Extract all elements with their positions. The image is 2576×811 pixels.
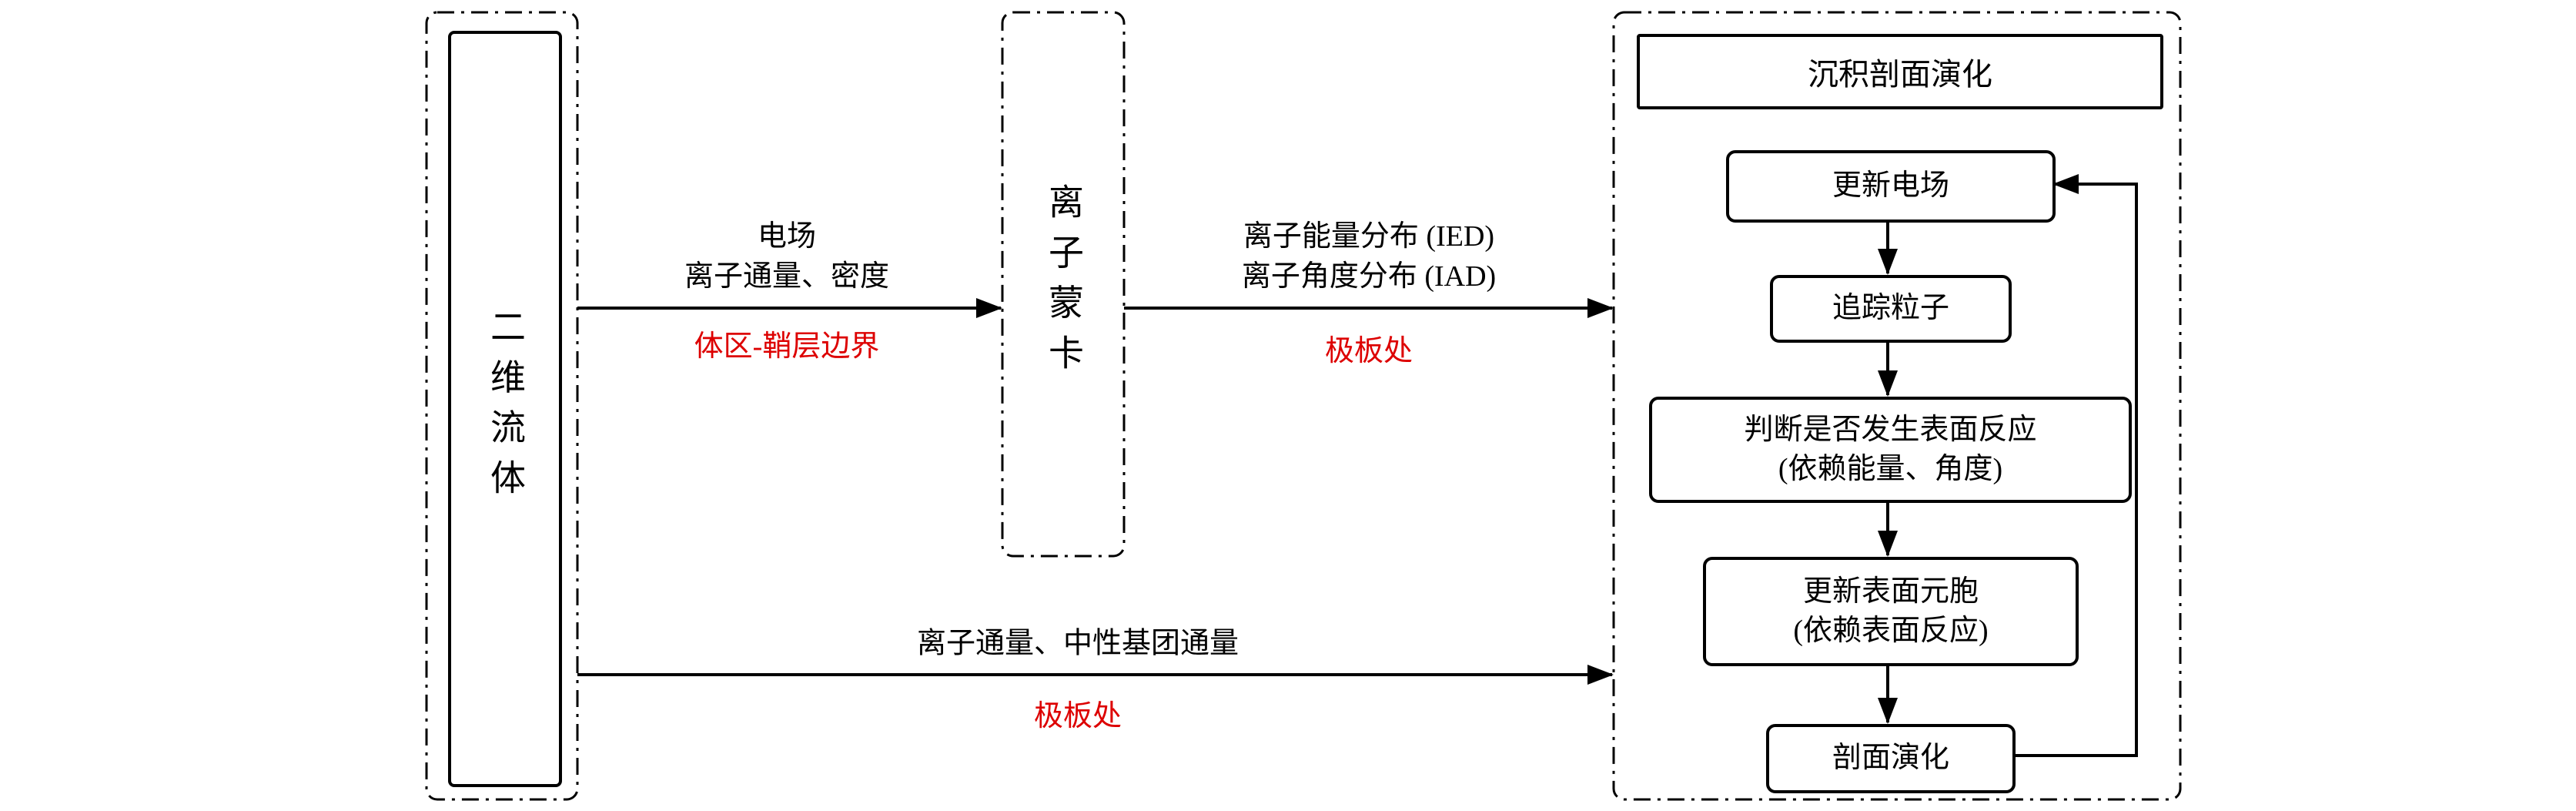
step-track-particles-label: 追踪粒子 [1832, 292, 1949, 325]
fluid-to-profile-location-label: 极板处 [1033, 700, 1122, 732]
fluid-to-mc-label: 电场 离子通量、密度 [684, 216, 889, 297]
mc-to-profile-label: 离子能量分布 (IED) 离子角度分布 (IAD) [1242, 216, 1496, 297]
mc-to-profile-label-line1: 离子能量分布 (IED) [1243, 220, 1495, 253]
monte-carlo-module-frame [1001, 11, 1126, 558]
fluid-to-mc-label-line1: 电场 [757, 220, 817, 253]
fluid-module-frame [425, 11, 579, 801]
fluid-module-box: 二维流体 [448, 31, 562, 787]
fluid-to-mc-label-line2: 离子通量、密度 [684, 260, 890, 293]
step-update-field: 更新电场 [1726, 150, 2056, 223]
mc-to-profile-label-line2: 离子角度分布 (IAD) [1241, 260, 1497, 293]
step-judge-reaction: 判断是否发生表面反应 (依赖能量、角度) [1649, 397, 2132, 503]
feedback-loop-arrow [2009, 174, 2138, 757]
step-update-cells-line1: 更新表面元胞 [1802, 575, 1979, 608]
monte-carlo-module-box: 离子蒙卡 [1002, 12, 1124, 556]
step-update-field-label: 更新电场 [1832, 169, 1949, 203]
step-judge-reaction-line1: 判断是否发生表面反应 [1744, 413, 2037, 446]
step-track-particles: 追踪粒子 [1770, 275, 2012, 343]
profile-module-title: 沉积剖面演化 [1808, 57, 1992, 92]
step-update-cells-line2: (依赖表面反应) [1793, 615, 1989, 647]
step-judge-reaction-line2: (依赖能量、角度) [1778, 453, 2003, 485]
step-update-cells: 更新表面元胞 (依赖表面反应) [1703, 557, 2079, 666]
fluid-to-mc-location-label: 体区-鞘层边界 [694, 330, 880, 363]
profile-module-title-box: 沉积剖面演化 [1637, 34, 2163, 109]
profile-module-frame [1612, 11, 2182, 801]
fluid-module-label: 二维流体 [486, 308, 525, 510]
step-profile-evolution: 剖面演化 [1766, 724, 2016, 793]
fluid-to-profile-label: 离子通量、中性基团通量 [917, 624, 1239, 664]
fluid-to-profile-label-line1: 离子通量、中性基团通量 [916, 627, 1239, 660]
mc-to-profile-location-label: 极板处 [1324, 335, 1413, 367]
monte-carlo-module-label: 离子蒙卡 [1044, 183, 1083, 385]
step-profile-evolution-label: 剖面演化 [1832, 742, 1949, 775]
